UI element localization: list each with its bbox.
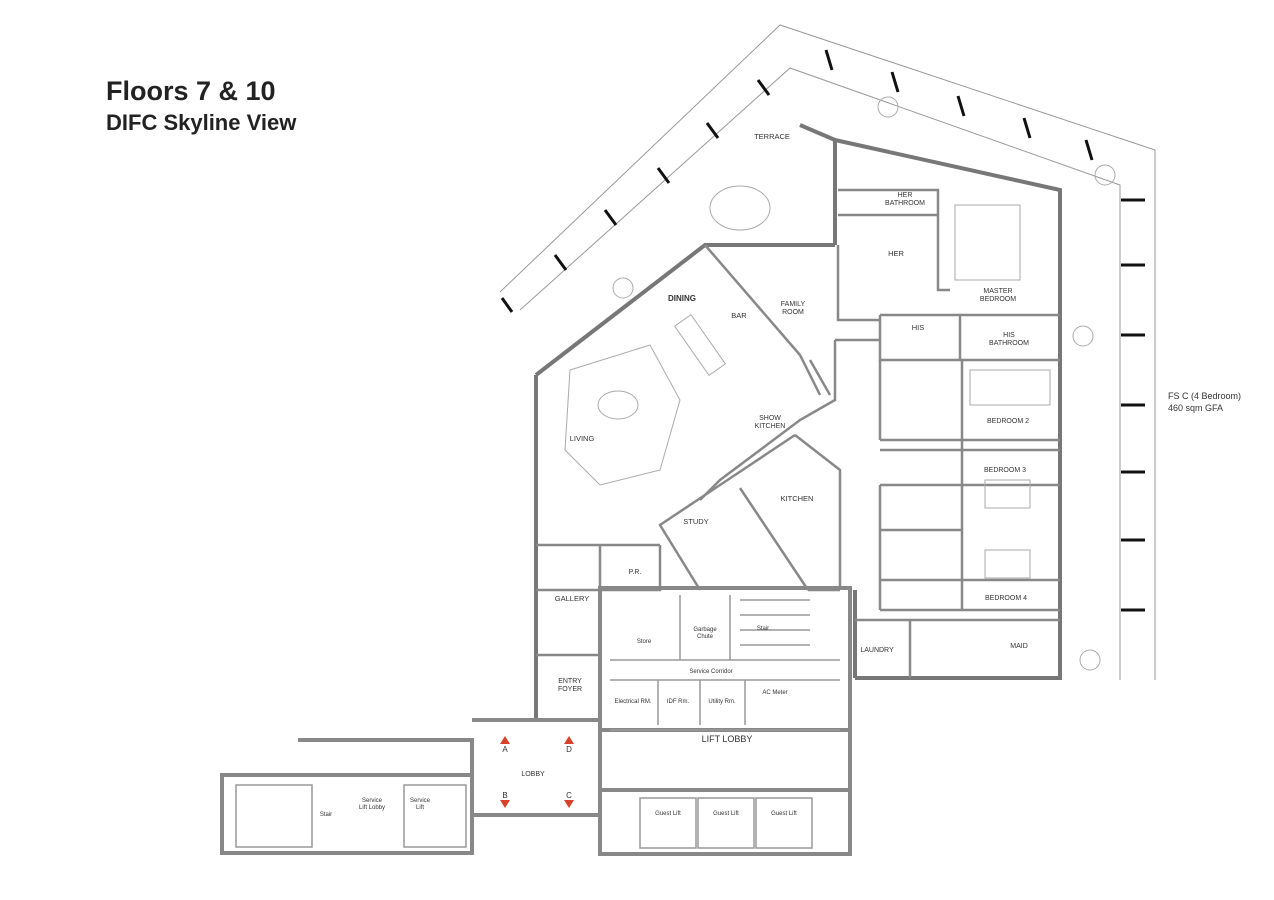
room-label-guest-lift-1: Guest Lift [655, 811, 681, 817]
room-label-store: Store [637, 639, 652, 645]
unit-type: FS C (4 Bedroom) [1168, 391, 1242, 401]
plan-subtitle: DIFC Skyline View [106, 110, 297, 135]
room-label-terrace: TERRACE [754, 132, 790, 141]
room-label-bar: BAR [731, 311, 747, 320]
room-label-guest-lift-2: Guest Lift [713, 811, 739, 817]
plan-title: Floors 7 & 10 [106, 76, 276, 106]
room-label-electrical-rm: Electrical RM. [614, 699, 651, 705]
room-label-gallery: GALLERY [555, 594, 589, 603]
room-label-idf-rm: IDF Rm. [667, 699, 690, 705]
service-core-partitions [235, 595, 840, 849]
room-label-dining: DINING [668, 294, 696, 303]
room-label-lobby: LOBBY [521, 771, 545, 778]
room-label-her: HER [888, 249, 904, 258]
terrace-mullions [500, 49, 1145, 612]
marker-c: C [566, 791, 572, 800]
room-label-living: LIVING [570, 434, 595, 443]
unit-info: FS C (4 Bedroom) 460 sqm GFA [1168, 390, 1241, 414]
marker-d: D [566, 745, 572, 754]
room-label-lift-lobby: LIFT LOBBY [702, 734, 753, 744]
marker-b: B [502, 791, 507, 800]
room-label-stair-service: Stair [320, 812, 332, 818]
dining-table [673, 313, 727, 377]
room-label-bedroom2: BEDROOM 2 [987, 418, 1029, 425]
room-label-stair: Stair [757, 626, 769, 632]
room-label-service-corridor: Service Corridor [689, 669, 732, 675]
room-label-study: STUDY [683, 517, 708, 526]
room-label-his: HIS [912, 323, 925, 332]
room-label-pr: P.R. [629, 569, 642, 576]
room-label-ac-meter: AC Meter [762, 690, 787, 696]
terrace-outline [499, 24, 1156, 680]
room-label-maid: MAID [1010, 643, 1028, 650]
room-label-kitchen: KITCHEN [781, 494, 814, 503]
unit-area: 460 sqm GFA [1168, 403, 1224, 413]
furniture [564, 96, 1116, 671]
interior-walls [536, 188, 1060, 678]
room-label-utility-rm: Utility Rm. [708, 699, 736, 705]
marker-a: A [502, 745, 508, 754]
room-label-bedroom3: BEDROOM 3 [984, 467, 1026, 474]
room-label-laundry: LAUNDRY [860, 647, 894, 654]
room-label-bedroom4: BEDROOM 4 [985, 595, 1027, 602]
room-label-guest-lift-3: Guest Lift [771, 811, 797, 817]
lobby-markers [500, 736, 574, 808]
